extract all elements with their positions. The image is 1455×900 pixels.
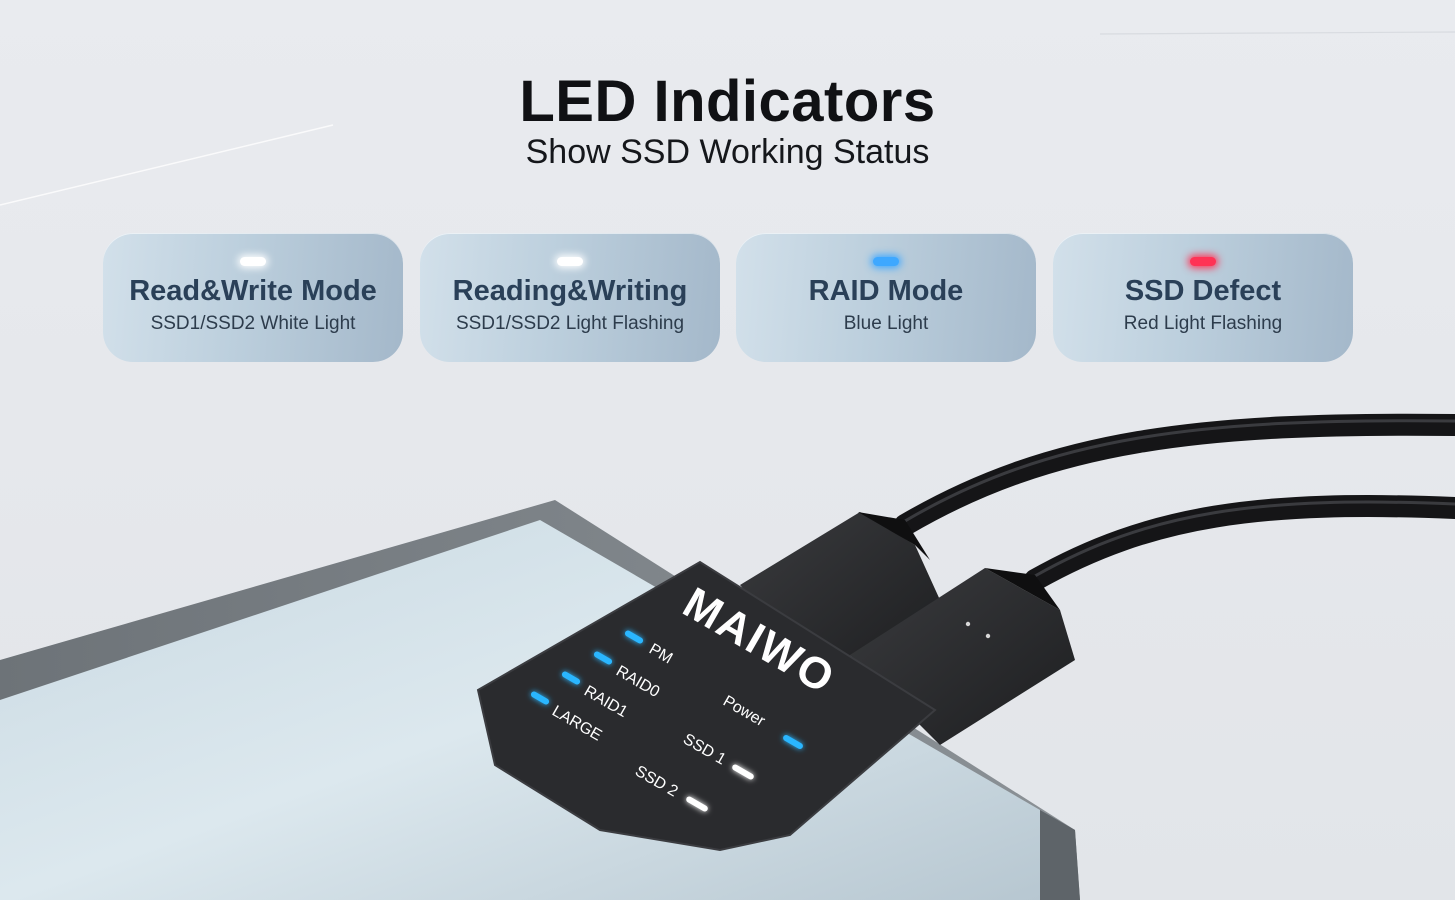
page-title: LED Indicators [519,69,936,134]
indicator-panel [478,562,935,850]
red-led-icon [1190,257,1216,266]
card-description: Blue Light [843,313,929,334]
card-description: SSD1/SSD2 Light Flashing [455,313,685,334]
power-indicator-icon [783,735,803,749]
upper-cable [894,413,1455,536]
blue-led-icon [873,257,899,266]
card-title: RAID Mode [808,275,964,307]
card-title: Read&Write Mode [129,275,377,307]
background-streak [0,31,1455,206]
white-led-icon [240,257,266,266]
card-description: Red Light Flashing [1123,313,1283,334]
ssd1-indicator-icon [732,764,754,780]
card-reading-writing: Reading&Writing SSD1/SSD2 Light Flashing [420,233,720,362]
pm-indicator-icon [624,630,644,644]
raid0-indicator-icon [593,651,613,665]
card-read-write-mode: Read&Write Mode SSD1/SSD2 White Light [103,233,403,362]
card-raid-mode: RAID Mode Blue Light [736,233,1036,362]
card-description: SSD1/SSD2 White Light [150,313,356,334]
raid1-indicator-icon [561,671,581,685]
card-title: SSD Defect [1124,275,1282,307]
lower-cable [1024,495,1455,591]
card-title: Reading&Writing [452,275,688,307]
page-subtitle: Show SSD Working Status [525,133,930,171]
white-flashing-led-icon [557,257,583,266]
ssd2-indicator-icon [686,796,708,812]
large-indicator-icon [530,691,550,705]
card-ssd-defect: SSD Defect Red Light Flashing [1053,233,1353,362]
